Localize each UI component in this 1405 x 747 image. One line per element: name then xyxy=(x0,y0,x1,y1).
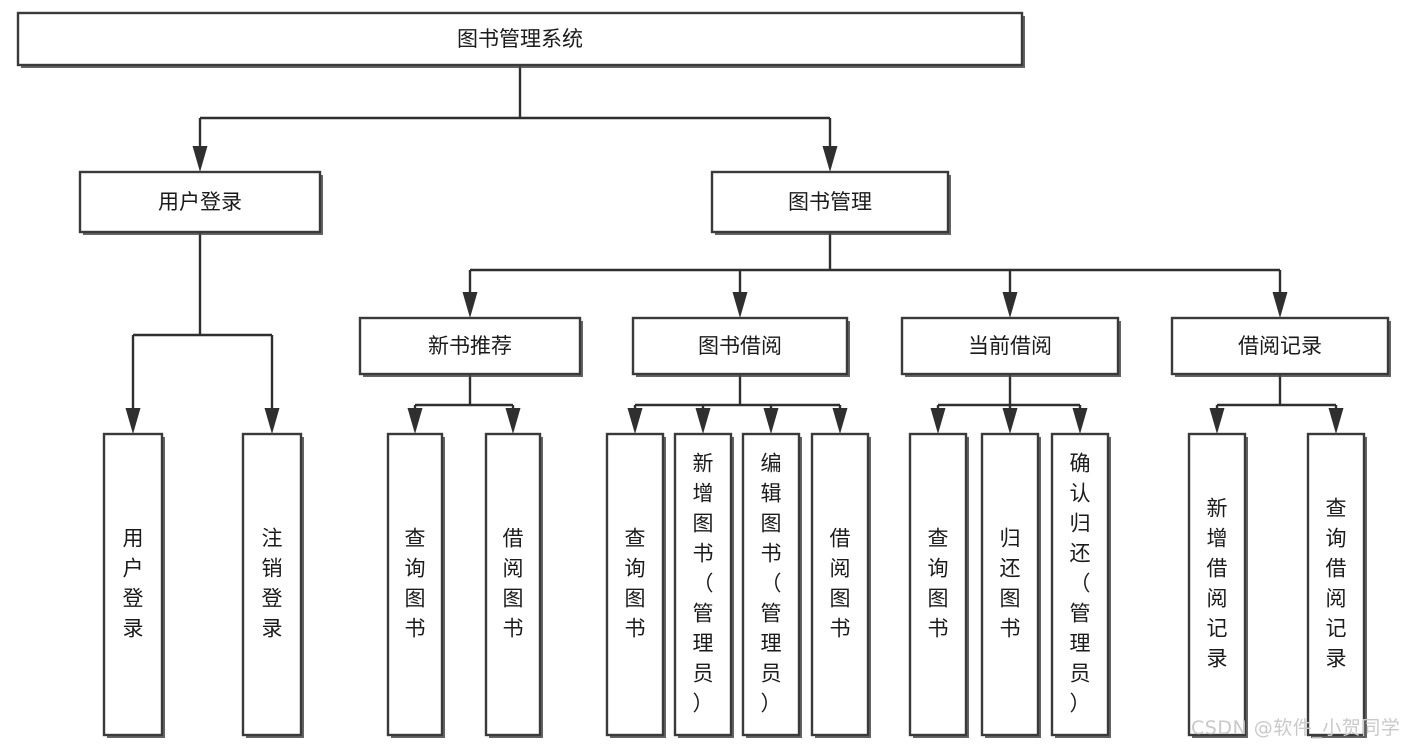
node-leaf-user-login[interactable]: 用户登录 xyxy=(102,432,165,738)
watermark-label: CSDN @软件_小贺同学 xyxy=(1191,717,1401,739)
connector-group-borrow-record xyxy=(1209,374,1344,434)
node-label: 图书管理系统 xyxy=(457,27,583,51)
node-leaf-add-record[interactable]: 新增借阅记录 xyxy=(1187,432,1248,738)
node-leaf-query-book-3[interactable]: 查询图书 xyxy=(908,432,969,738)
node-label: 新增图书（管理员） xyxy=(693,452,714,716)
node-leaf-return-book[interactable]: 归还图书 xyxy=(980,432,1041,738)
connector-group-user-login-group xyxy=(125,232,280,434)
node-label: 查询借阅记录 xyxy=(1326,497,1347,671)
node-label: 查询图书 xyxy=(625,527,646,641)
node-leaf-query-book-1[interactable]: 查询图书 xyxy=(386,432,445,738)
node-label: 当前借阅 xyxy=(968,334,1052,358)
node-leaf-edit-book[interactable]: 编辑图书（管理员） xyxy=(741,432,802,738)
node-book-borrow[interactable]: 图书借阅 xyxy=(631,316,850,377)
connector-group-book-borrow xyxy=(627,374,848,434)
node-label: 新书推荐 xyxy=(428,334,512,358)
node-label: 注销登录 xyxy=(262,527,283,641)
node-leaf-add-book[interactable]: 新增图书（管理员） xyxy=(673,432,734,738)
node-label: 借阅图书 xyxy=(503,527,524,641)
node-borrow-record[interactable]: 借阅记录 xyxy=(1170,316,1391,377)
node-current-borrow[interactable]: 当前借阅 xyxy=(900,316,1121,377)
node-book-manage-group[interactable]: 图书管理 xyxy=(710,170,951,235)
connector-layer xyxy=(125,65,1344,434)
connector-group-root xyxy=(192,65,838,172)
node-leaf-query-record[interactable]: 查询借阅记录 xyxy=(1306,432,1367,738)
node-label: 查询图书 xyxy=(928,527,949,641)
node-leaf-borrow-book-1[interactable]: 借阅图书 xyxy=(484,432,543,738)
connector-group-book-manage-group xyxy=(462,232,1288,318)
node-label: 借阅图书 xyxy=(830,527,851,641)
node-leaf-confirm-return[interactable]: 确认归还（管理员） xyxy=(1050,432,1111,738)
node-leaf-user-logout[interactable]: 注销登录 xyxy=(241,432,304,738)
node-new-book-recommend[interactable]: 新书推荐 xyxy=(358,316,583,377)
node-label: 用户登录 xyxy=(123,527,144,641)
node-leaf-query-book-2[interactable]: 查询图书 xyxy=(605,432,666,738)
node-label: 用户登录 xyxy=(158,190,242,214)
connector-group-new-book-recommend xyxy=(407,374,521,434)
node-label: 归还图书 xyxy=(1000,527,1021,641)
node-leaf-borrow-book-2[interactable]: 借阅图书 xyxy=(810,432,871,738)
node-label: 新增借阅记录 xyxy=(1207,497,1228,671)
node-label: 借阅记录 xyxy=(1238,334,1322,358)
node-label: 图书管理 xyxy=(788,190,872,214)
node-label: 图书借阅 xyxy=(698,334,782,358)
connector-group-current-borrow xyxy=(930,374,1088,434)
node-label: 编辑图书（管理员） xyxy=(761,452,782,716)
node-root[interactable]: 图书管理系统 xyxy=(16,11,1025,68)
node-label: 确认归还（管理员） xyxy=(1070,452,1091,716)
node-label: 查询图书 xyxy=(405,527,426,641)
node-user-login-group[interactable]: 用户登录 xyxy=(78,170,323,235)
node-layer: 图书管理系统用户登录图书管理新书推荐图书借阅当前借阅借阅记录用户登录注销登录查询… xyxy=(16,11,1391,738)
